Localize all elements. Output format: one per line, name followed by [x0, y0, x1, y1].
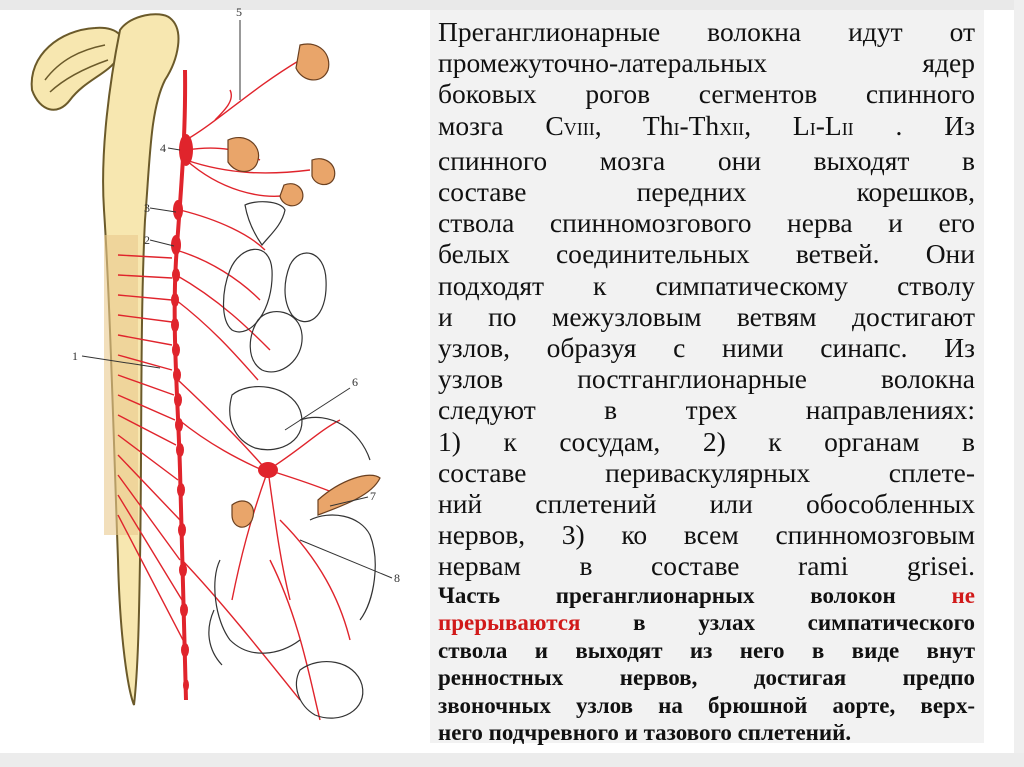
text-line: Часть преганглионарных волокон не: [438, 582, 976, 608]
highlight-red: прерываются: [438, 610, 581, 636]
text-line: мозга CVIII, ThI-ThXII, LI-LII . Из: [438, 109, 975, 141]
intestine-shape: [214, 514, 376, 654]
thoracolumbar-segment: [104, 235, 138, 535]
bladder-shape: [295, 661, 364, 719]
label-7: 7: [370, 489, 376, 503]
highlight-red: не: [951, 582, 976, 608]
slide-right-border: [1014, 0, 1024, 767]
slide-top-border: [0, 0, 1024, 10]
text-line: узлов постганглионарные волокна: [438, 363, 975, 395]
stomach-shape: [229, 386, 303, 451]
text-line: следуют в трех направлениях:: [438, 394, 975, 426]
text-line: спинного мозга они выходят в: [438, 144, 975, 176]
text-line: ний сплетений или обособленных: [438, 488, 975, 520]
text-line: нервов, 3) ко всем спинномозговым: [438, 519, 975, 551]
text-line: узлов, образуя с ними синапс. Из: [438, 332, 975, 364]
heart-shape: [249, 311, 303, 373]
text-line: составе периваскулярных сплете-: [438, 456, 975, 488]
text-line: боковых рогов сегментов спинного: [438, 78, 975, 110]
organs: [227, 43, 381, 528]
stellate-ganglion: [171, 235, 181, 255]
postganglionic-branches: [175, 59, 351, 721]
lungs-shape: [222, 248, 327, 333]
figure-labels: 1 2 3 4 5 6 7 8: [72, 5, 400, 585]
label-3: 3: [144, 201, 150, 215]
text-line: него подчревного и тазового сплетений.: [438, 720, 852, 746]
slide-bottom-border: [0, 753, 1024, 767]
text-body: Преганглионарные волокна идут от промежу…: [438, 16, 975, 747]
text-line: прерываются в узлах симпатического: [438, 610, 976, 636]
text-line: звоночных узлов на брюшной аорте, верх-: [438, 692, 975, 718]
text-line: ренностных нервов, достигая предпо: [438, 665, 975, 691]
text-line: ствола спинномозгового нерва и его: [438, 207, 975, 239]
label-6: 6: [352, 375, 358, 389]
text-line: и по межузловым ветвям достигают: [438, 300, 975, 332]
label-5: 5: [236, 5, 242, 19]
leader-lines: [81, 20, 393, 579]
gland-lower: [279, 183, 304, 207]
label-8: 8: [394, 571, 400, 585]
label-4: 4: [160, 141, 166, 155]
text-panel: Преганглионарные волокна идут от промежу…: [430, 10, 984, 745]
label-1: 1: [72, 349, 78, 363]
eye-shape: [295, 43, 330, 81]
text-line: 1) к сосудам, 2) к органам в: [438, 425, 975, 457]
outlined-organs: [208, 201, 376, 719]
text-line: составе передних корешков,: [438, 176, 975, 208]
text-line: нервам в составе rami grisei.: [438, 550, 975, 582]
text-line: подходят к симпатическому стволу: [438, 269, 975, 301]
text-line: белых соединительных ветвей. Они: [438, 238, 975, 270]
text-line: Преганглионарные волокна идут от: [438, 16, 975, 47]
label-2: 2: [144, 233, 150, 247]
middle-ganglion: [173, 200, 183, 220]
text-line: промежуточно-латеральных ядер: [438, 47, 975, 79]
white-rami: [117, 254, 184, 641]
sympathetic-nervous-system-figure: 1 2 3 4 5 6 7 8: [30, 5, 400, 721]
gland-upper: [227, 137, 260, 173]
text-line: ствола и выходят из него в виде внут: [438, 637, 975, 663]
